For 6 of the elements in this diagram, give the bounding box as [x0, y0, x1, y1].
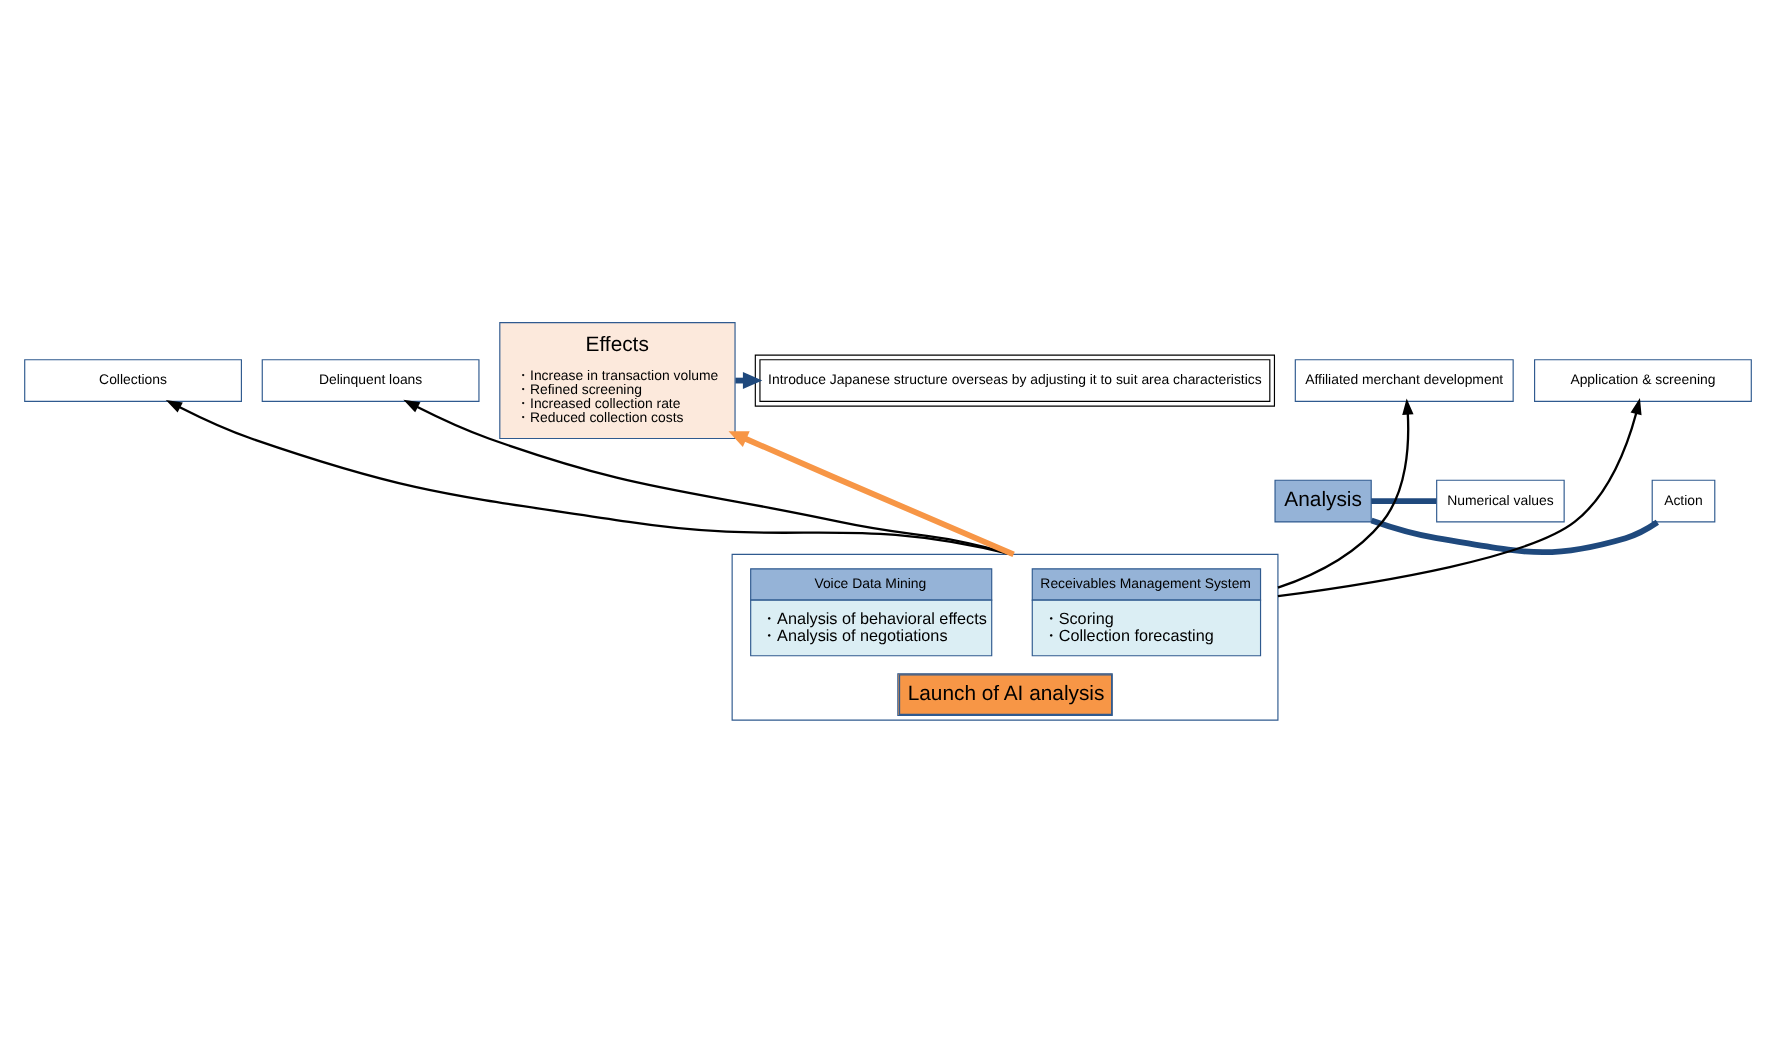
node-box: Analysis [1274, 479, 1372, 523]
arrow [1277, 398, 1414, 589]
connector [1371, 498, 1437, 504]
arrow [728, 431, 1015, 558]
connector [1370, 517, 1659, 556]
arrow [1277, 398, 1642, 598]
